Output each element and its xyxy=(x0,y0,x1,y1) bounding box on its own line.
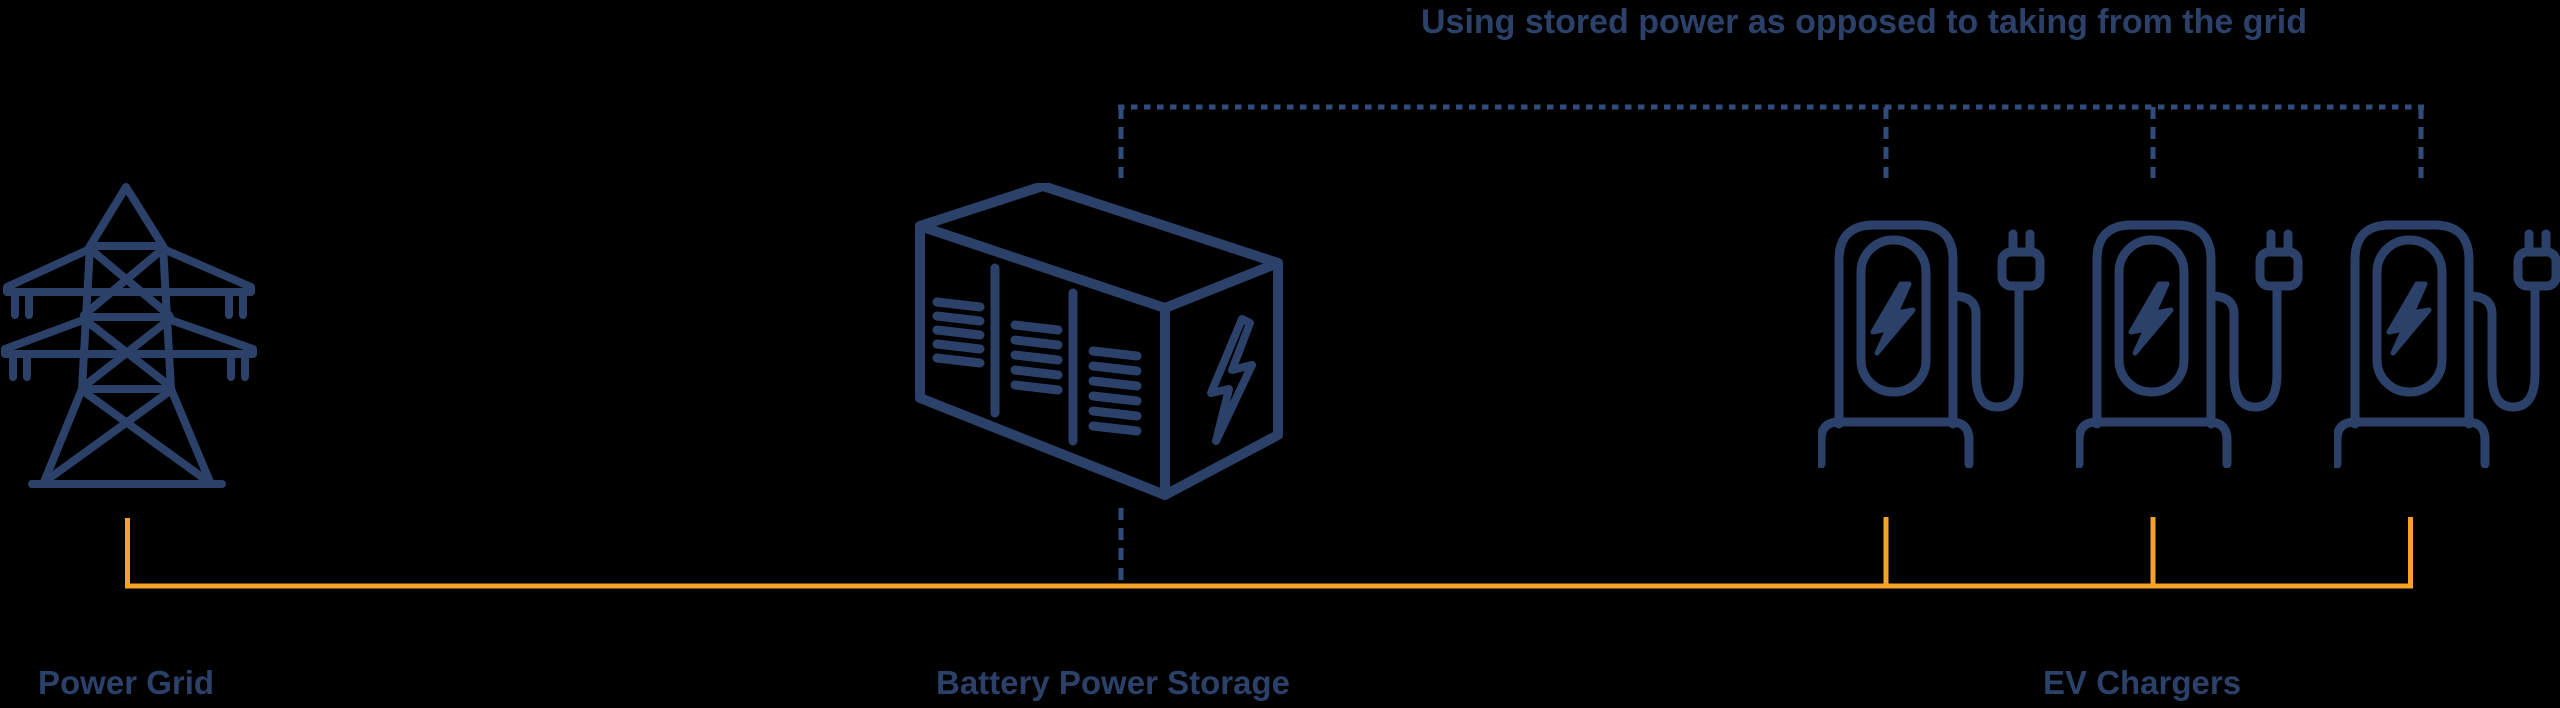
panel-dividers xyxy=(990,263,1078,446)
container-outline xyxy=(915,183,1283,500)
grid-power-connector xyxy=(125,517,2413,589)
tower-lower-arms xyxy=(1,315,257,381)
power-grid-label: Power Grid xyxy=(38,664,215,701)
ev-charger-icon xyxy=(2076,218,2304,468)
ev-charger-icon xyxy=(2334,218,2560,468)
container-edges xyxy=(915,221,1283,500)
caption-text: Using stored power as opposed to taking … xyxy=(1421,3,2307,41)
lightning-bolt-icon xyxy=(1207,315,1256,445)
tower-body xyxy=(78,242,175,393)
ev-charger-icon xyxy=(1818,218,2046,468)
battery-power-storage-label: Battery Power Storage xyxy=(936,664,1290,701)
tower-upper-arms xyxy=(3,244,255,319)
vent-slats xyxy=(932,297,1142,436)
tower-base xyxy=(28,385,226,488)
transmission-tower-icon xyxy=(1,183,257,488)
tower-peak xyxy=(86,183,167,250)
ev-chargers-label: EV Chargers xyxy=(2043,664,2242,701)
battery-storage-container-icon xyxy=(915,183,1283,500)
stored-power-dashed-drops xyxy=(1118,107,2424,178)
